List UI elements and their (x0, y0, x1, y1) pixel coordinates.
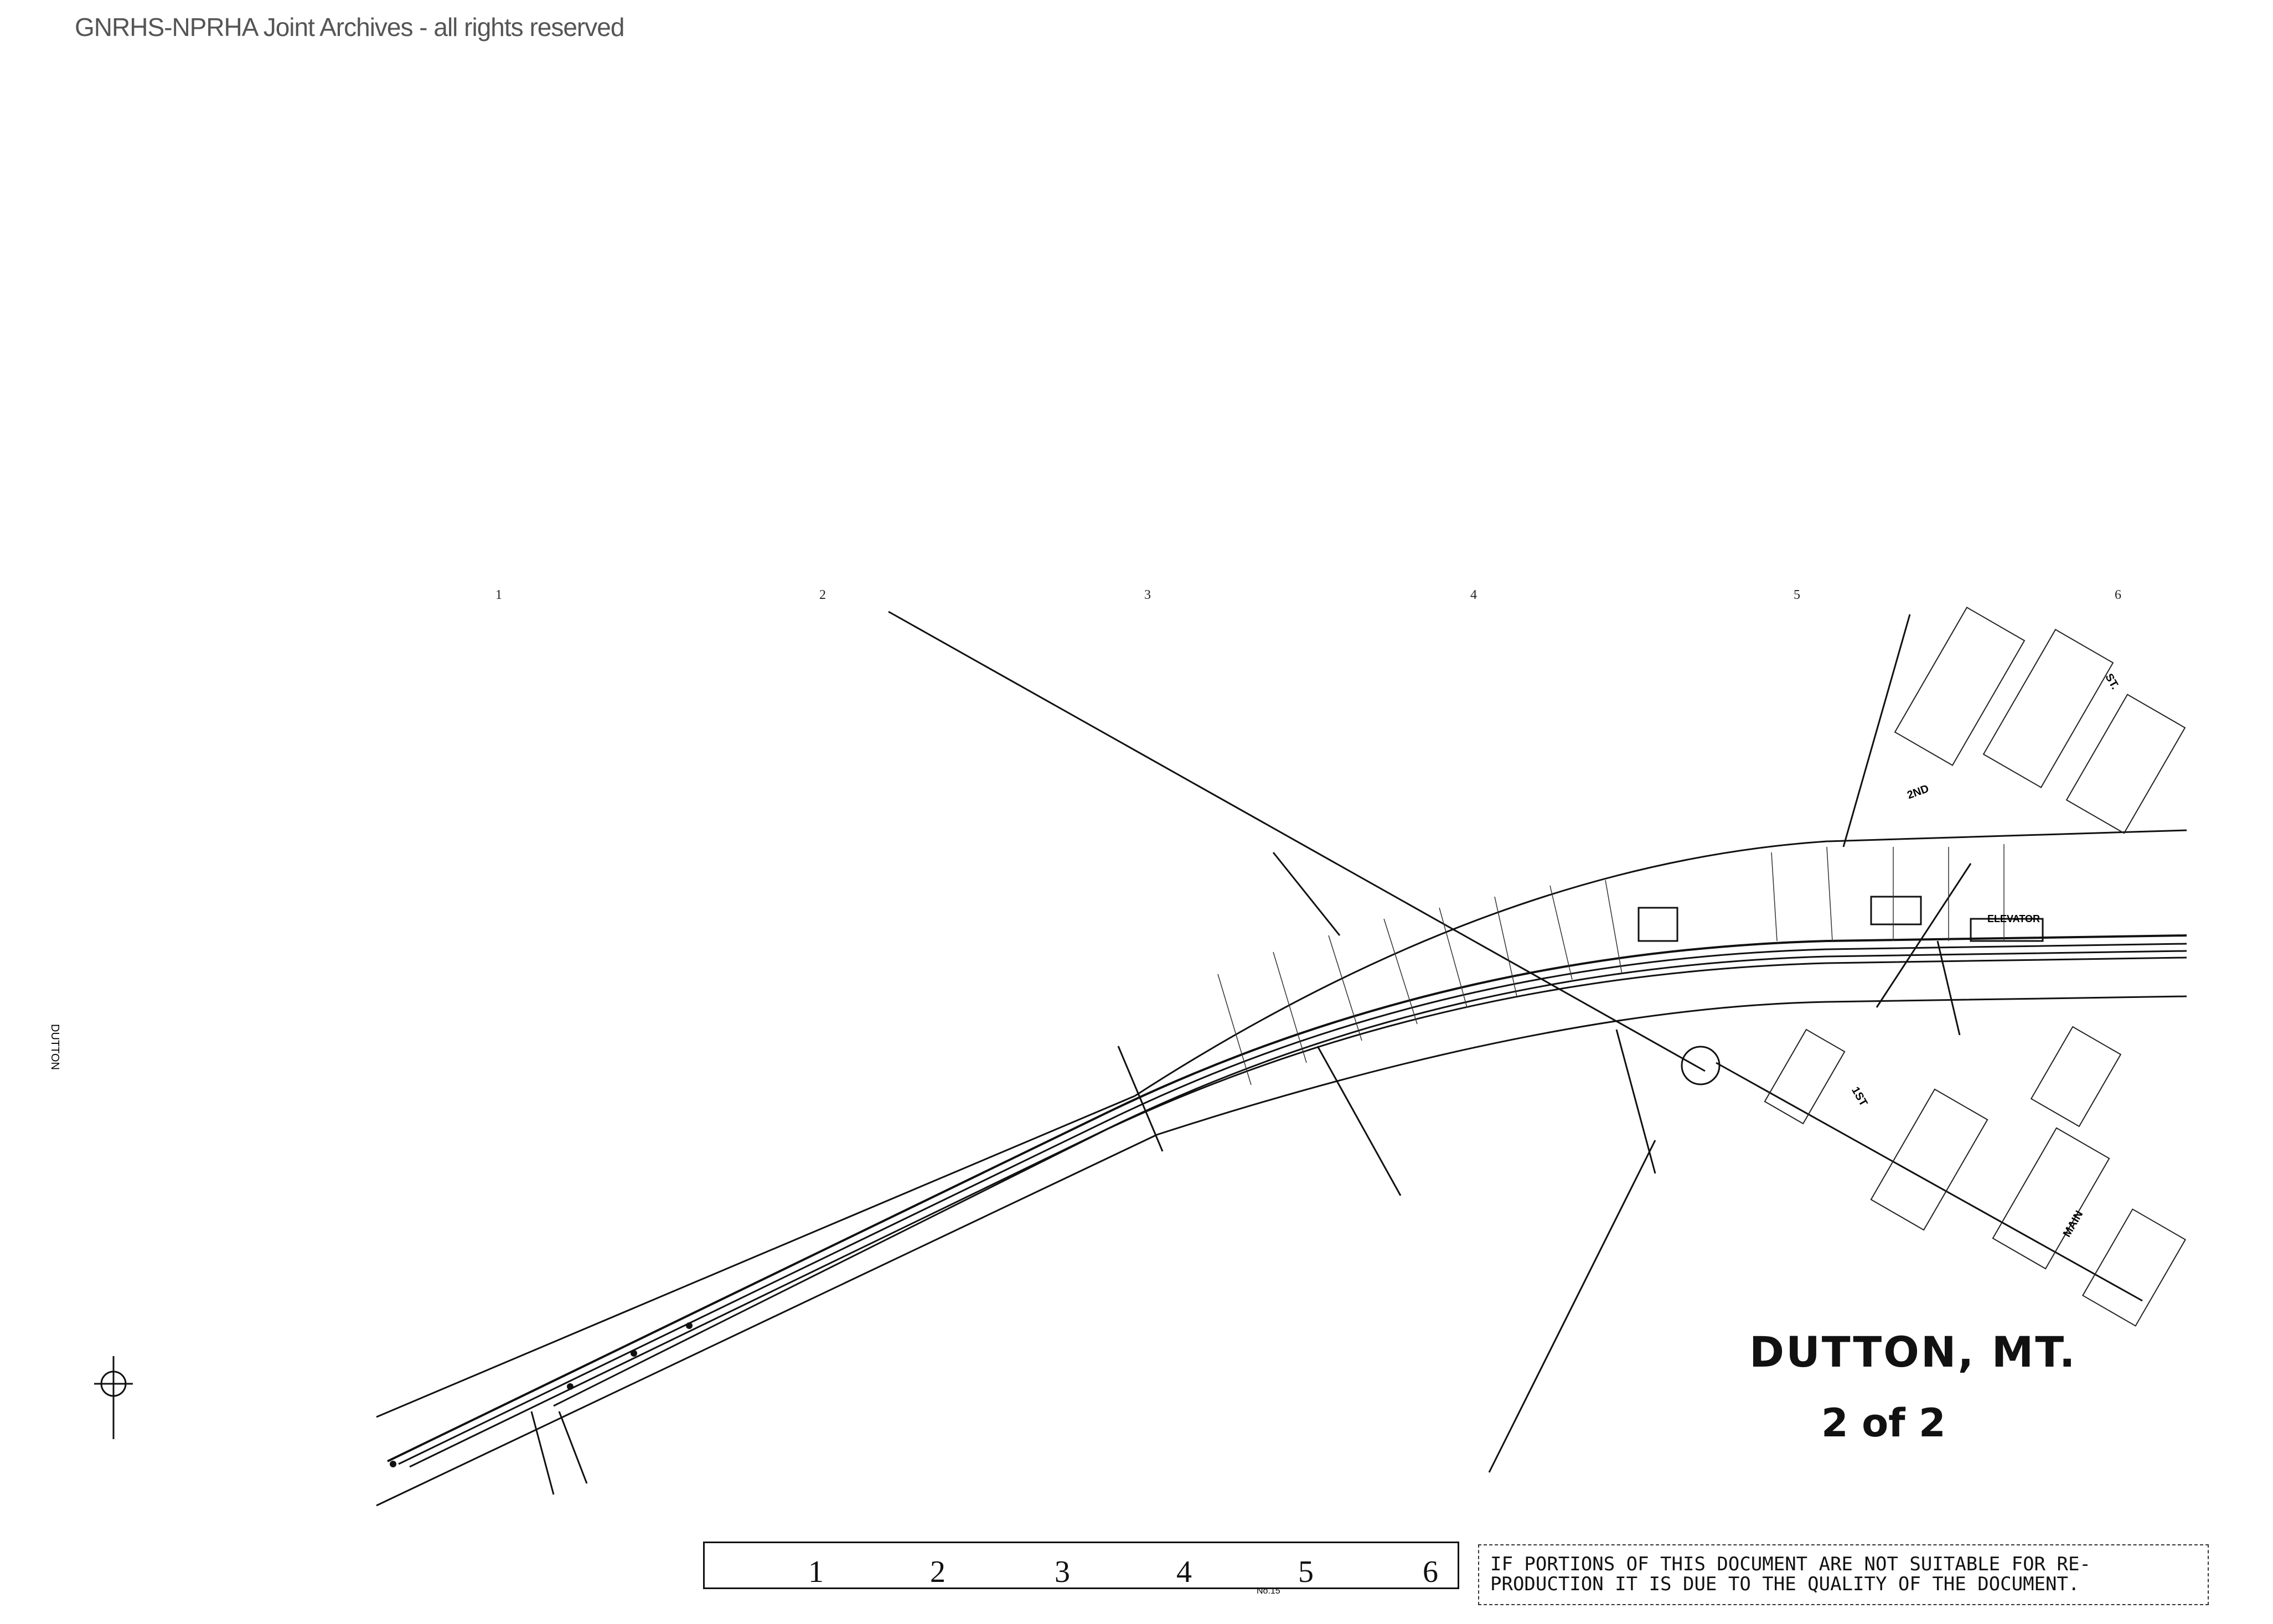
ruler-number: 6 (1423, 1555, 1438, 1589)
notice-line-1: IF PORTIONS OF THIS DOCUMENT ARE NOT SUI… (1490, 1553, 2091, 1575)
grid-number: 4 (1470, 588, 1477, 602)
ruler-number: 3 (1055, 1555, 1070, 1589)
ruler-number: 2 (930, 1555, 946, 1589)
map-title: DUTTON, MT. (1749, 1327, 2077, 1377)
rotated-side-label: DUTTON (49, 1024, 61, 1070)
grid-number: 1 (495, 588, 502, 602)
grid-number: 2 (819, 588, 826, 602)
compass-symbol (94, 1356, 133, 1439)
quality-notice: IF PORTIONS OF THIS DOCUMENT ARE NOT SUI… (1478, 1544, 2209, 1605)
ruler-number: 1 (808, 1555, 824, 1589)
measuring-ruler (703, 1542, 1459, 1589)
building-label: ELEVATOR (1987, 913, 2040, 924)
sheet-number: 2 of 2 (1821, 1400, 1946, 1446)
ruler-number: 4 (1176, 1555, 1192, 1589)
archive-watermark: GNRHS-NPRHA Joint Archives - all rights … (75, 13, 624, 42)
notice-line-2: PRODUCTION IT IS DUE TO THE QUALITY OF T… (1490, 1573, 2080, 1595)
ruler-number: 5 (1298, 1555, 1314, 1589)
grid-number: 6 (2115, 588, 2121, 602)
ruler-model: No.15 (1257, 1586, 1280, 1596)
grid-number: 3 (1144, 588, 1151, 602)
grid-number: 5 (1794, 588, 1800, 602)
